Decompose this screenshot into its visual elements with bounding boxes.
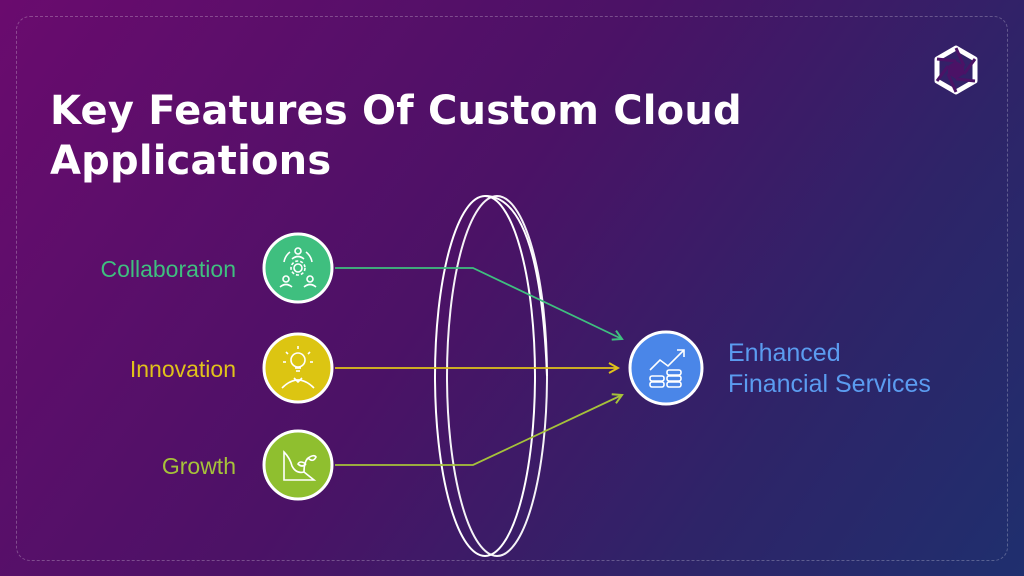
- connector-growth: [335, 395, 622, 466]
- team-gear-icon: [279, 247, 317, 288]
- growth-node: [262, 429, 334, 501]
- coins-trend-icon: [649, 349, 685, 388]
- label-collaboration: Collaboration: [100, 256, 236, 282]
- label-growth: Growth: [161, 453, 236, 479]
- enhanced-financial-services-node: [628, 330, 704, 406]
- output-label-line-1: Enhanced: [728, 339, 841, 367]
- plant-growth-icon: [283, 450, 317, 481]
- label-innovation: Innovation: [129, 356, 236, 382]
- collaboration-node: [262, 232, 334, 304]
- innovation-node: [262, 332, 334, 404]
- title-line-2: Applications: [50, 138, 332, 184]
- lens-shape: [434, 195, 548, 557]
- lightbulb-person-icon: [281, 346, 315, 389]
- connector-collaboration: [335, 267, 622, 339]
- output-label-line-2: Financial Services: [728, 370, 931, 398]
- brand-logo-icon: [934, 45, 978, 95]
- dashed-frame: [16, 16, 1008, 561]
- title-line-1: Key Features Of Custom Cloud: [50, 88, 742, 134]
- page-title: Key Features Of Custom Cloud Application…: [50, 86, 742, 186]
- output-label: Enhanced Financial Services: [728, 338, 931, 400]
